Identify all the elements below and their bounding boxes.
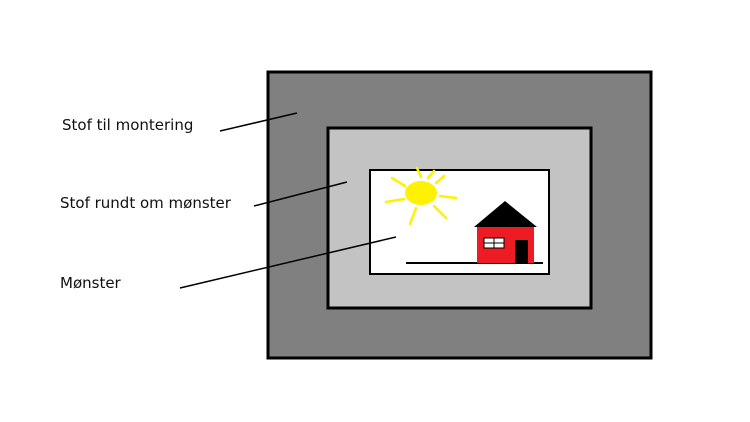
mounting-fabric-label: Stof til montering xyxy=(62,116,194,134)
sun-icon xyxy=(384,166,458,226)
leader-line-mounting xyxy=(219,112,298,132)
pattern-label: Mønster xyxy=(60,274,121,292)
house-icon xyxy=(474,201,537,263)
surround-fabric-label: Stof rundt om mønster xyxy=(60,194,231,212)
leader-line-pattern xyxy=(179,236,397,289)
leader-line-surround xyxy=(253,181,348,207)
